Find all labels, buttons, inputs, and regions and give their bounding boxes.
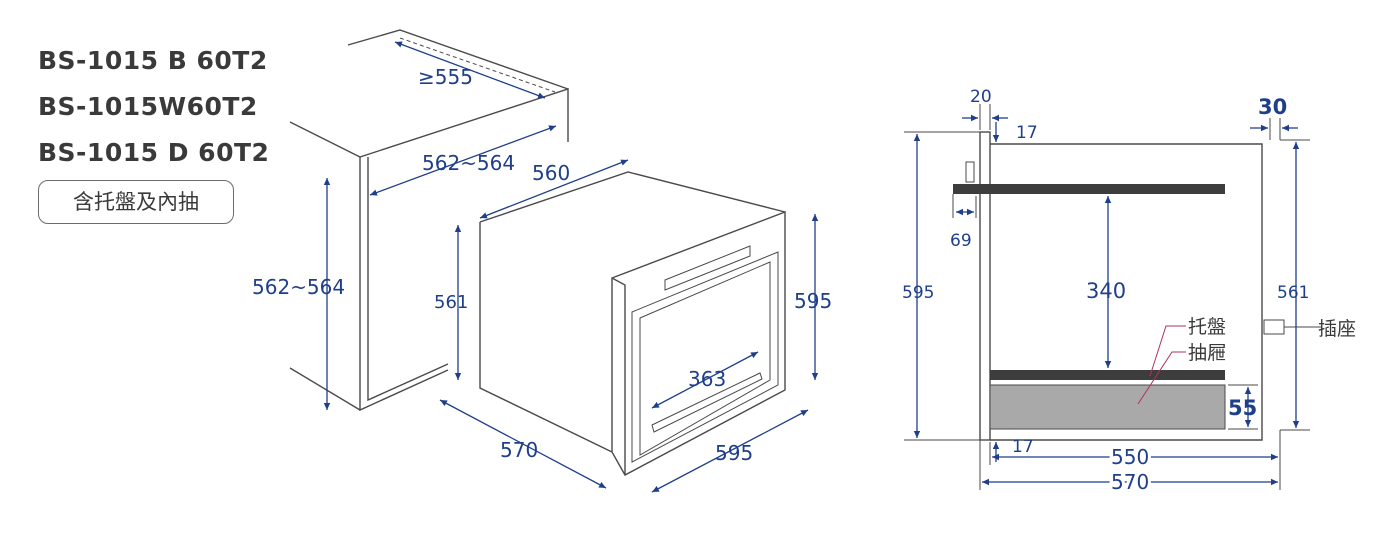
label-socket: 插座 [1318,318,1356,340]
model-name-2: BS-1015W60T2 [38,92,258,121]
dim-total-depth: 570 [1111,470,1149,494]
upper-rack [953,184,1225,194]
drawer-block [989,384,1226,430]
dim-front-height: 595 [794,289,832,313]
oven-body [479,171,786,476]
dim-rear-gap: 30 [1258,95,1287,119]
label-drawer: 抽屜 [1188,342,1226,364]
dim-body-width: 560 [532,161,570,185]
dim-cabinet-width: 562~564 [422,151,515,175]
dim-panel-thickness: 20 [970,87,992,107]
dim-total-height: 595 [902,283,934,303]
cabinet-niche [289,29,569,412]
dim-body-depth: 570 [500,438,538,462]
dim-bottom-gap: 17 [1012,437,1034,457]
side-section [953,131,1285,441]
feature-badge: 含托盤及內抽 [38,180,234,224]
drawer-leader [1137,351,1186,405]
dim-drawer-height: 55 [1228,396,1257,420]
tray-leader [1149,325,1186,377]
dim-handle-length: 363 [688,367,726,391]
dim-body-height: 561 [434,292,468,313]
label-tray: 托盤 [1188,316,1226,338]
tray-rack [990,370,1225,380]
dim-front-width: 595 [715,441,753,465]
dim-cabinet-height: 562~564 [252,275,345,299]
dim-top-gap: 17 [1016,123,1038,143]
model-list: BS-1015 B 60T2 BS-1015W60T2 BS-1015 D 60… [38,38,269,176]
dim-cabinet-depth: ≥555 [418,65,473,89]
dim-rack-offset: 69 [950,231,972,251]
model-name-1: BS-1015 B 60T2 [38,46,268,75]
dim-inner-height: 340 [1086,279,1126,303]
socket-box [1263,319,1285,335]
dim-body-height-right: 561 [1277,283,1309,303]
dim-inner-depth: 550 [1111,445,1149,469]
model-name-3: BS-1015 D 60T2 [38,138,270,167]
